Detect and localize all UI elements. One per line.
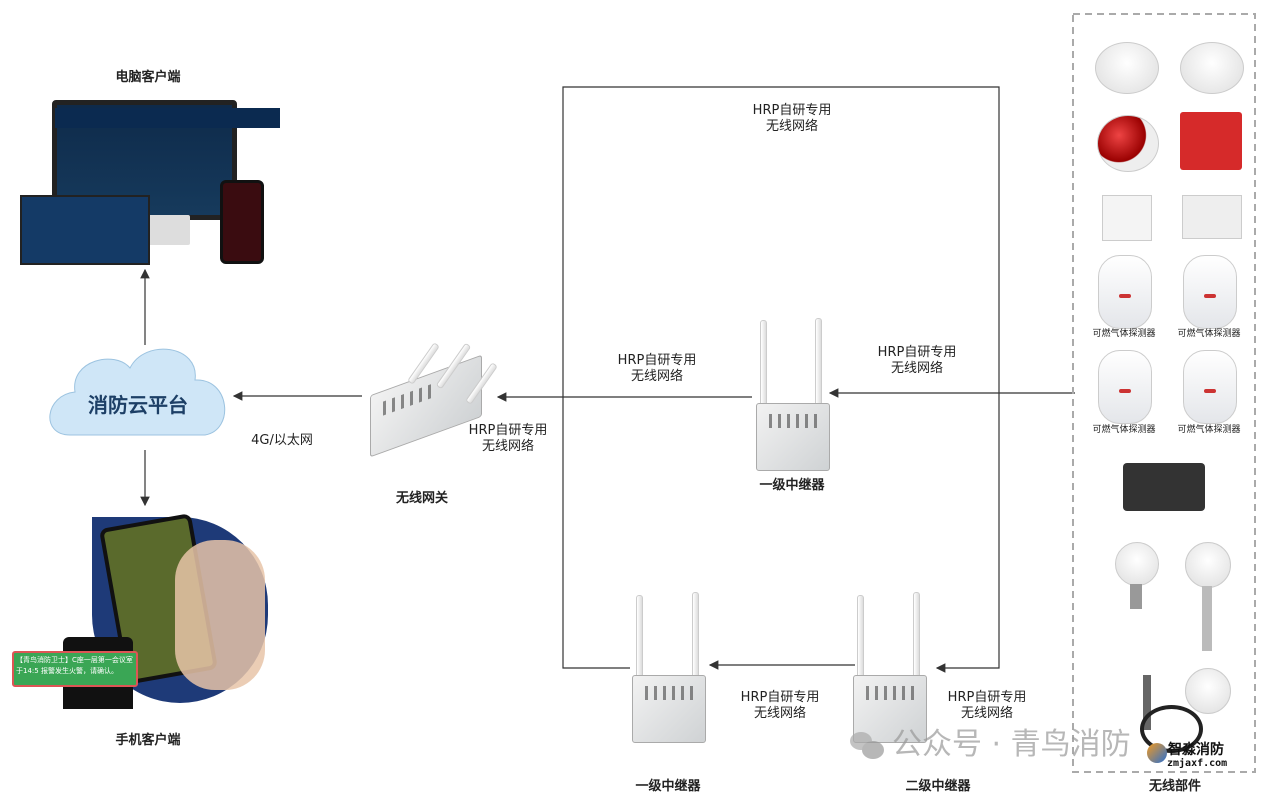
loop-line — [562, 86, 1000, 673]
mobile-client-label: 手机客户端 — [115, 733, 181, 748]
detector-label: 可燃气体探测器 — [1092, 425, 1156, 435]
repeater1-bottom-label: 一级中继器 — [635, 779, 701, 794]
controller-image — [1123, 463, 1205, 511]
module-image — [1102, 195, 1152, 241]
smoke-detector-image — [1180, 42, 1244, 94]
gas-detector-image — [1183, 350, 1237, 424]
alarm-sounder-image — [1097, 115, 1159, 172]
detector-label: 可燃气体探测器 — [1092, 329, 1156, 339]
detector-label: 可燃气体探测器 — [1177, 425, 1241, 435]
gas-detector-image — [1098, 350, 1152, 424]
network-label-bottom-right: HRP自研专用无线网络 — [947, 690, 1027, 721]
cloud-platform-label: 消防云平台 — [88, 393, 188, 417]
repeater-device-image — [756, 403, 830, 471]
brand-logo-icon — [1147, 743, 1167, 763]
sms-bubble: 【青鸟消防卫士】C座一层第一会议室于14:5 报警发生火警，请确认。 — [12, 651, 138, 687]
antenna — [857, 595, 864, 679]
level-sensor-image — [1185, 542, 1231, 588]
network-label-gateway: HRP自研专用无线网络 — [468, 423, 548, 454]
level-sensor-image — [1185, 668, 1231, 714]
cable-image — [1140, 705, 1203, 753]
detector-label: 可燃气体探测器 — [1177, 329, 1241, 339]
network-label-left: HRP自研专用无线网络 — [617, 353, 697, 384]
gas-detector-image — [1183, 255, 1237, 329]
uplink-label: 4G/以太网 — [251, 433, 313, 448]
wireless-parts-label: 无线部件 — [1148, 779, 1202, 794]
antenna — [760, 320, 767, 407]
header-banner-image — [55, 108, 280, 128]
hand-image — [175, 540, 265, 690]
sensor-probe — [1202, 586, 1212, 651]
brand-name: 智淼消防 — [1168, 742, 1224, 758]
watermark: 公众号 · 青鸟消防 — [892, 727, 1131, 762]
tablet-image — [20, 195, 150, 265]
antenna — [692, 592, 699, 679]
gas-detector-image — [1098, 255, 1152, 329]
phone-image — [220, 180, 264, 264]
pc-client-label: 电脑客户端 — [115, 70, 181, 85]
probe-image — [1143, 675, 1151, 730]
brand-url: zmjaxf.com — [1167, 758, 1228, 769]
repeater1-top-label: 一级中继器 — [759, 478, 825, 493]
network-label-bottom-left: HRP自研专用无线网络 — [740, 690, 820, 721]
gateway-label: 无线网关 — [395, 491, 449, 506]
repeater2-label: 二级中继器 — [905, 779, 971, 794]
smoke-detector-image — [1095, 42, 1159, 94]
cloud-shape — [49, 348, 226, 436]
antenna — [636, 595, 643, 679]
wireless-parts-box — [1072, 13, 1256, 773]
module-image — [1182, 195, 1242, 239]
network-label-right: HRP自研专用无线网络 — [877, 345, 957, 376]
repeater2-device-image — [853, 675, 927, 743]
network-label-top: HRP自研专用无线网络 — [752, 103, 832, 134]
manual-call-point-image — [1180, 112, 1242, 170]
repeater-device-image — [632, 675, 706, 743]
wechat-icon — [850, 730, 884, 760]
gauge-stem — [1130, 584, 1142, 609]
pressure-gauge-image — [1115, 542, 1159, 586]
antenna — [913, 592, 920, 679]
antenna — [815, 318, 822, 407]
